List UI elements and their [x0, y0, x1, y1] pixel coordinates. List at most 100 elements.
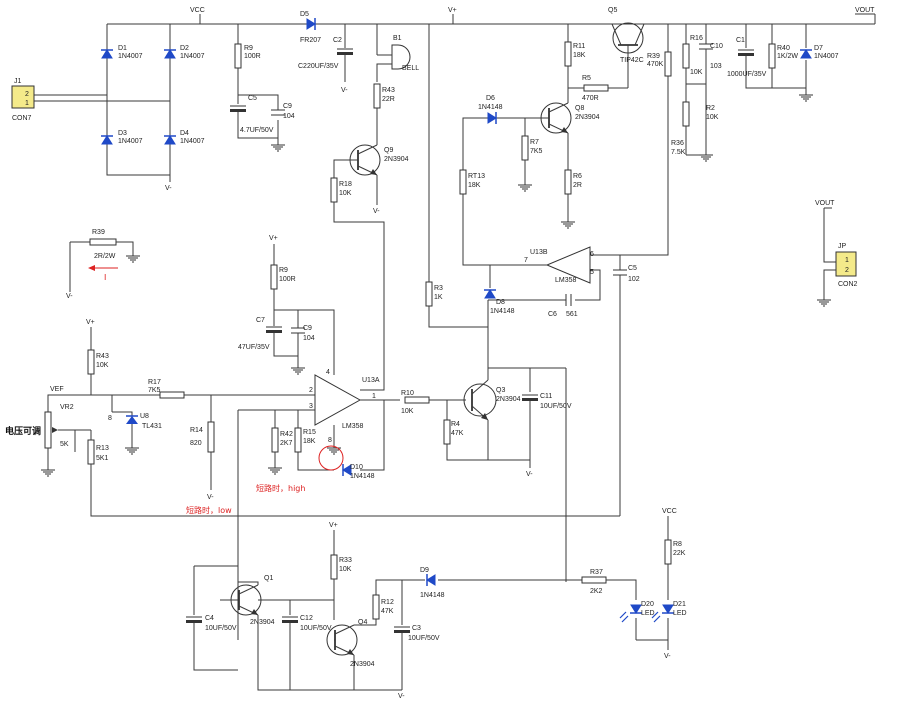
r43a-ref: R43 — [382, 87, 395, 94]
d2-ref: D2 — [180, 45, 189, 52]
jp-val: CON2 — [838, 281, 858, 288]
led-rays — [619, 611, 661, 623]
r39b-ref: R39 — [92, 229, 105, 236]
c5-val: 4.7UF/50V — [240, 127, 274, 134]
u13a-pin-4: 4 — [326, 369, 330, 376]
opamp-supply — [266, 244, 335, 375]
r43b-ref: R43 — [96, 353, 109, 360]
c7-val: 47UF/35V — [238, 344, 270, 351]
output-divider — [590, 24, 714, 256]
j1-val: CON7 — [12, 115, 32, 122]
r14-ref: R14 — [190, 427, 203, 434]
jp-pin-1: 1 — [845, 257, 849, 264]
shunt-resistor — [69, 238, 141, 292]
pass-transistor-stage — [459, 22, 645, 266]
diode-d6 — [487, 111, 497, 125]
diode-d7 — [799, 49, 813, 59]
c9b-val: 104 — [303, 335, 315, 342]
r18-ref: R18 — [339, 181, 352, 188]
d8-val: 1N4148 — [490, 308, 515, 315]
q5-ref: Q5 — [608, 7, 617, 14]
r8-val: 22K — [673, 550, 686, 557]
vminus-net-bridge: V- — [165, 185, 172, 192]
r39b-val: 2R/2W — [94, 253, 116, 260]
vminus-net-q9: V- — [373, 208, 380, 215]
r3-branch — [425, 24, 489, 380]
c1-ref: C1 — [736, 37, 745, 44]
c3-ref: C3 — [412, 625, 421, 632]
r43a-val: 22R — [382, 96, 395, 103]
c11-val: 10UF/50V — [540, 403, 572, 410]
u8-val: TL431 — [142, 423, 162, 430]
q9-val: 2N3904 — [384, 156, 409, 163]
r5-val: 470R — [582, 95, 599, 102]
r17-val: 7K5 — [148, 387, 161, 394]
d9-ref: D9 — [420, 567, 429, 574]
c4-ref: C4 — [205, 615, 214, 622]
r10-val: 10K — [401, 408, 414, 415]
r11-ref: R11 — [573, 43, 585, 50]
u13b-pin-5: 5 — [590, 269, 594, 276]
d6-val: 1N4148 — [478, 104, 503, 111]
d4-ref: D4 — [180, 130, 189, 137]
vminus-net-c2: V- — [341, 87, 348, 94]
c5-ref: C5 — [248, 95, 257, 102]
reference-section — [40, 327, 620, 517]
vplus-net-ref: V+ — [86, 319, 95, 326]
d3-val: 1N4007 — [118, 138, 143, 145]
vcc-net-r8: VCC — [662, 508, 677, 515]
r2-val: 10K — [706, 114, 719, 121]
r7-ref: R7 — [530, 139, 539, 146]
r40-val: 1K/2W — [777, 53, 798, 60]
c12-val: 10UF/50V — [300, 625, 332, 632]
d20-val: LED — [641, 610, 655, 617]
c3-val: 10UF/50V — [408, 635, 440, 642]
r3-ref: R3 — [434, 285, 443, 292]
c2-val: C220UF/35V — [298, 63, 339, 70]
vplus-net-label-top: V+ — [448, 7, 457, 14]
diode-d2 — [163, 49, 177, 59]
c2-ref: C2 — [333, 37, 342, 44]
r4-ref: R4 — [451, 421, 460, 428]
r16-ref: R16 — [690, 35, 703, 42]
r9b-ref: R9 — [279, 267, 288, 274]
r36-ref: R36 — [671, 140, 684, 147]
top-rail — [107, 13, 876, 25]
c10-val: 103 — [710, 63, 722, 70]
d21-ref: D21 — [673, 601, 686, 608]
c1-val: 1000UF/35V — [727, 71, 767, 78]
c10-ref: C10 — [710, 43, 723, 50]
r16-val: 10K — [690, 69, 703, 76]
d2-val: 1N4007 — [180, 53, 205, 60]
short-low-label: 短路时，low — [186, 505, 232, 515]
vcc-net-label-top: VCC — [190, 7, 205, 14]
voltage-adjust-label: 电压可调 — [5, 425, 41, 437]
r13-ref: R13 — [96, 445, 109, 452]
u13a-pin-8: 8 — [328, 437, 332, 444]
bridge-rectifier — [45, 24, 177, 176]
r13-val: 5K1 — [96, 455, 109, 462]
d9-val: 1N4148 — [420, 592, 445, 599]
r15-val: 18K — [303, 438, 316, 445]
u13b-ref: U13B — [530, 249, 548, 256]
jp-ref: JP — [838, 243, 847, 250]
vout-net-jp: VOUT — [815, 200, 835, 207]
r10-ref: R10 — [401, 390, 414, 397]
d4-val: 1N4007 — [180, 138, 205, 145]
c5b-ref: C5 — [628, 265, 637, 272]
r9a-ref: R9 — [244, 45, 253, 52]
u8-ref: U8 — [140, 413, 149, 420]
r12-ref: R12 — [381, 599, 394, 606]
r17-ref: R17 — [148, 379, 161, 386]
u13a-pin-1: 1 — [372, 393, 376, 400]
d5-val: FR207 — [300, 37, 321, 44]
r33-ref: R33 — [339, 557, 352, 564]
r42-val: 2K7 — [280, 440, 293, 447]
r18-val: 10K — [339, 190, 352, 197]
d5-ref: D5 — [300, 11, 309, 18]
d10-ref: D10 — [350, 464, 363, 471]
q1-val: 2N3904 — [250, 619, 275, 626]
c6-ref: C6 — [548, 311, 557, 318]
q1-ref: Q1 — [264, 575, 273, 582]
